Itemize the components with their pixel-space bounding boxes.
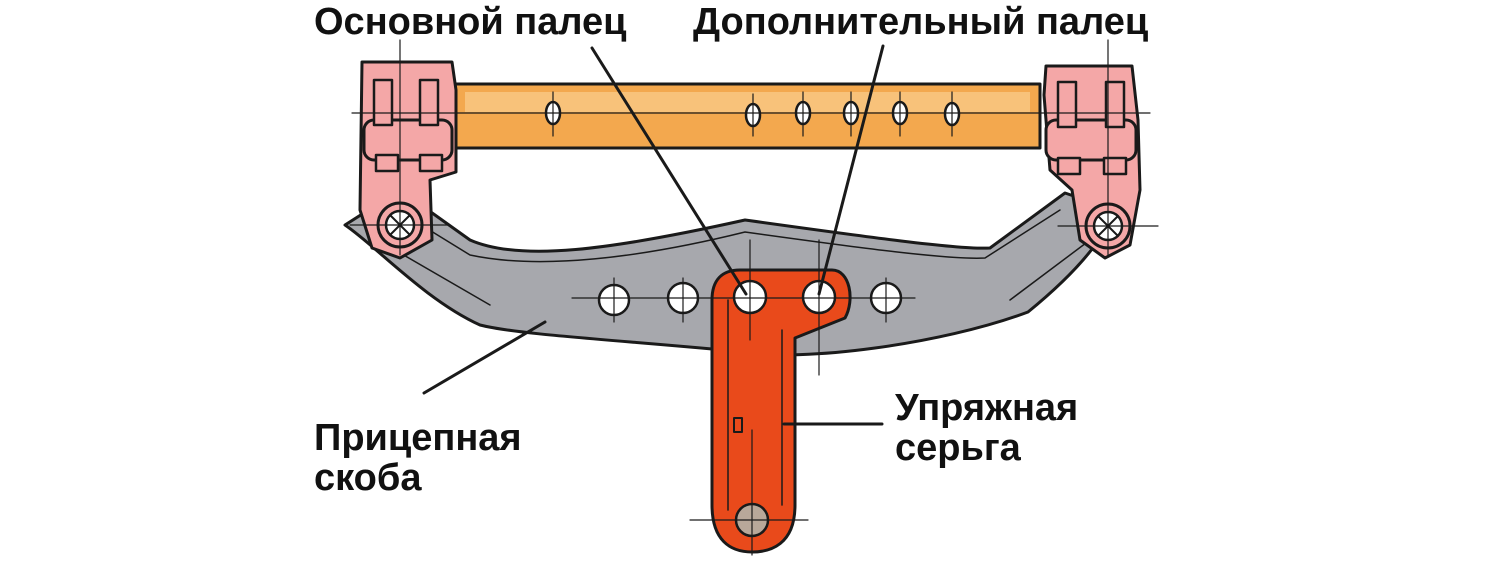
harness-shackle	[710, 268, 852, 554]
drawbar-highlight	[465, 92, 1030, 112]
right-pivot-block	[1042, 64, 1142, 260]
left-pivot-block	[358, 60, 458, 260]
label-hitch-bracket-line2: скоба	[314, 457, 422, 499]
label-hitch-bracket: Прицепная скоба	[314, 418, 522, 498]
label-harness-shackle-line1: Упряжная	[895, 387, 1079, 429]
hitch-bracket-inner-line	[404, 209, 1061, 263]
centerlines	[349, 39, 1159, 556]
hitch-bracket-arm-left-line	[394, 249, 491, 306]
label-harness-shackle: Упряжная серьга	[895, 388, 1078, 468]
leader-lines	[422, 44, 885, 426]
hitch-bracket-arm-right-line	[1009, 239, 1091, 301]
label-hitch-bracket-line1: Прицепная	[314, 417, 522, 459]
label-harness-shackle-line2: серьга	[895, 427, 1021, 469]
label-extra-pin: Дополнительный палец	[693, 1, 1149, 43]
label-main-pin: Основной палец	[314, 1, 627, 43]
